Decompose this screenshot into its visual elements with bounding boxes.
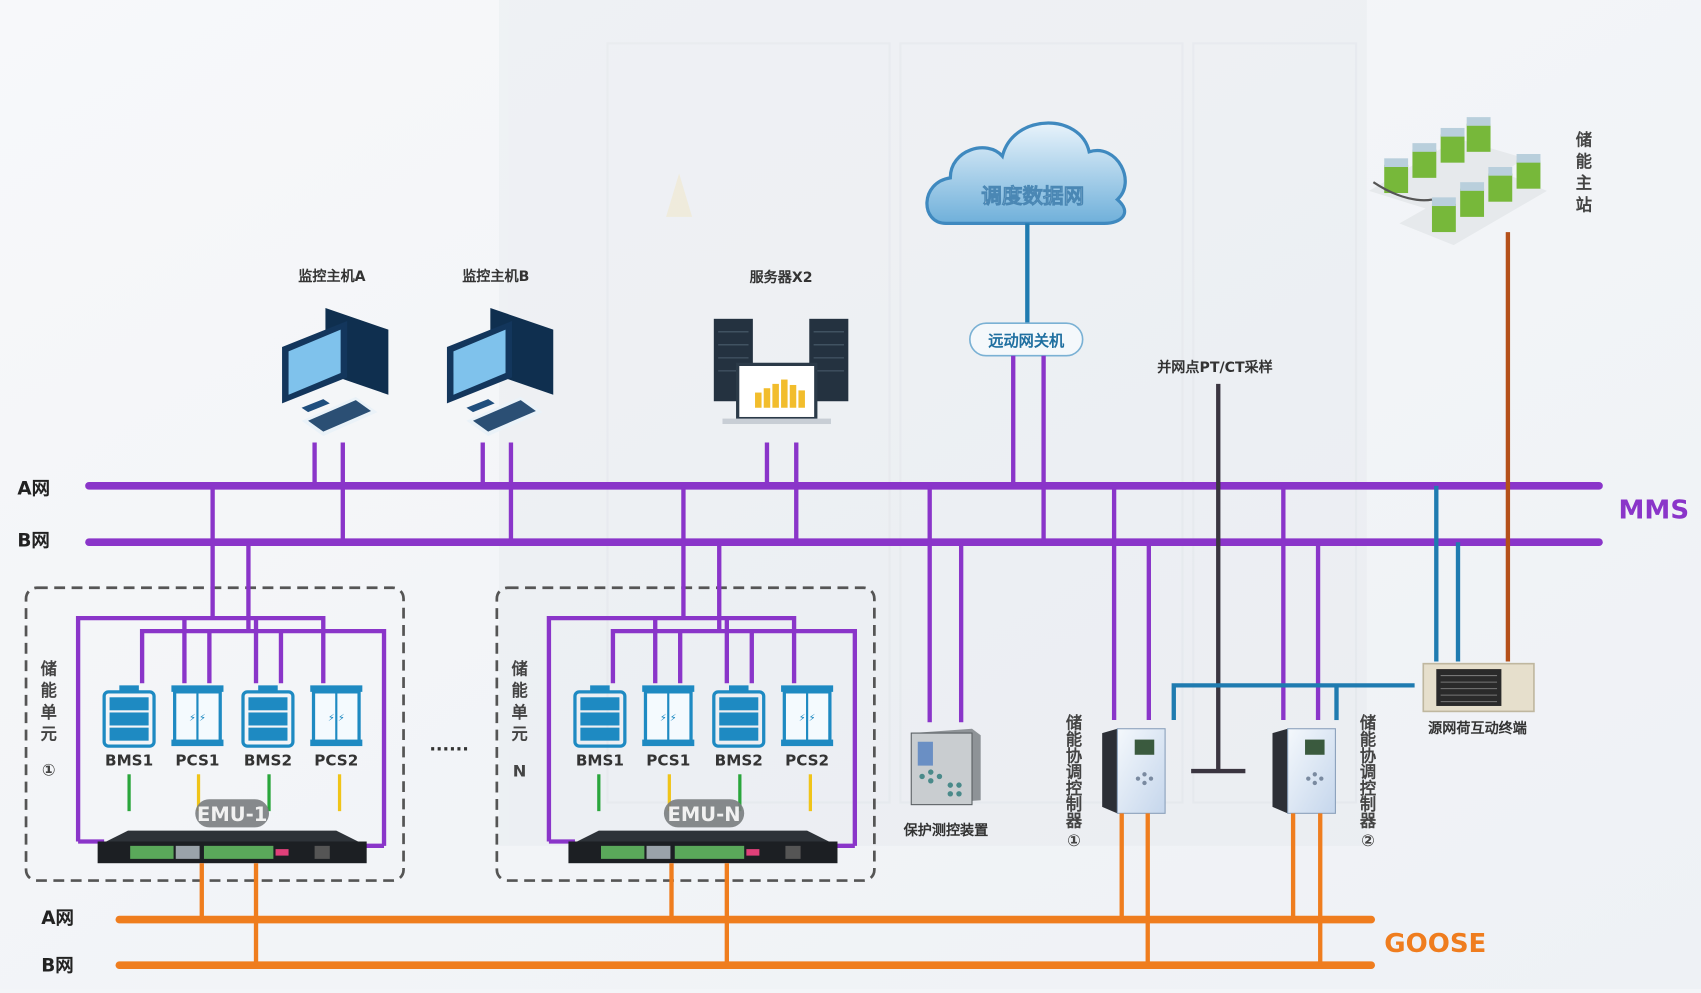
- bms-device[interactable]: [712, 685, 766, 748]
- master-station-char: 储: [1575, 130, 1592, 149]
- label-char: ①: [1067, 831, 1081, 850]
- pcs-device[interactable]: ⚡ ⚡: [171, 685, 224, 747]
- label-char: 储: [1359, 714, 1376, 733]
- device-label: PCS2: [314, 752, 358, 770]
- storage-unit-1[interactable]: 储 能 单 元 ①: [24, 485, 405, 966]
- host-monitor-a-label: 监控主机A: [298, 268, 365, 285]
- storage-master-station[interactable]: 储 能 主 站: [1369, 117, 1592, 246]
- storage-unit-title-char: 储: [40, 660, 57, 679]
- coordination-controller-1[interactable]: 储 能 协 调 控 制 器 ①: [1065, 485, 1166, 966]
- pcs-device[interactable]: ⚡ ⚡: [781, 685, 834, 747]
- controller-panel-icon: [1102, 728, 1166, 814]
- svg-text:⚡ ⚡: ⚡ ⚡: [799, 713, 816, 724]
- relay-panel-icon: [910, 728, 981, 806]
- mms-bus-b-label: B网: [17, 531, 49, 552]
- grid-point-ptct-sampling: 并网点PT/CT采样: [1157, 359, 1273, 774]
- storage-unit-title-char: 单: [512, 703, 528, 722]
- label-char: 储: [1065, 714, 1082, 733]
- unit-n-mms-wiring: [546, 485, 858, 849]
- label-char: 协: [1066, 746, 1083, 765]
- svg-text:⚡ ⚡: ⚡ ⚡: [660, 713, 677, 724]
- emu-label: EMU-1: [197, 803, 267, 826]
- device-label: PCS1: [646, 752, 690, 770]
- cloud-label: 调度数据网: [981, 184, 1084, 208]
- mms-label: MMS: [1619, 495, 1690, 525]
- coordination-controller-2[interactable]: 储 能 协 调 控 制 器 ②: [1272, 485, 1377, 966]
- emu-device[interactable]: EMU-N: [568, 799, 838, 864]
- host-monitor-b[interactable]: 监控主机B: [446, 268, 554, 543]
- svg-text:⚡ ⚡: ⚡ ⚡: [328, 713, 345, 724]
- unit-1-mms-wiring: [75, 485, 387, 849]
- storage-unit-title-char: N: [513, 761, 527, 780]
- label-char: 协: [1360, 746, 1377, 765]
- label-char: 调: [1360, 763, 1376, 782]
- controller-panel-icon: [1272, 728, 1336, 814]
- ptct-label: 并网点PT/CT采样: [1157, 359, 1273, 376]
- goose-bus-a-label: A网: [41, 908, 74, 929]
- label-char: 制: [1066, 795, 1082, 814]
- label-char: 控: [1066, 779, 1082, 798]
- bms-device[interactable]: [102, 685, 156, 748]
- device-label: BMS1: [105, 752, 153, 770]
- storage-unit-title-char: 元: [41, 725, 57, 744]
- building-cluster-icon: [1369, 117, 1547, 246]
- storage-unit-n[interactable]: 储 能 单 元 N ⚡ ⚡: [495, 485, 876, 966]
- label-char: 制: [1360, 795, 1376, 814]
- label-char: 器: [1065, 811, 1083, 830]
- goose-bus-b-label: B网: [41, 956, 73, 977]
- pcs-device[interactable]: ⚡ ⚡: [310, 685, 363, 747]
- host-monitor-a[interactable]: 监控主机A: [282, 268, 389, 543]
- storage-unit-title-char: 单: [41, 703, 57, 722]
- svg-text:⚡ ⚡: ⚡ ⚡: [189, 713, 206, 724]
- interaction-terminal-label: 源网荷互动终端: [1428, 720, 1527, 737]
- telecontrol-gateway[interactable]: 远动网关机: [969, 322, 1084, 357]
- storage-unit-title-char: 元: [512, 725, 528, 744]
- device-label: BMS1: [576, 752, 624, 770]
- master-station-char: 站: [1576, 195, 1592, 214]
- desktop-computer-icon: [446, 307, 554, 436]
- label-char: ②: [1361, 831, 1375, 850]
- gateway-label: 远动网关机: [988, 332, 1065, 350]
- ellipsis: ......: [429, 735, 469, 755]
- desktop-computer-icon: [282, 307, 389, 436]
- label-char: 控: [1360, 779, 1376, 798]
- device-label: BMS2: [715, 752, 763, 770]
- coordinator-terminal-link: [1171, 683, 1415, 721]
- goose-label: GOOSE: [1384, 929, 1486, 959]
- coordinator-2-label: 储 能 协 调 控 制 器 ②: [1359, 714, 1377, 850]
- label-char: 器: [1359, 811, 1377, 830]
- protection-device-label: 保护测控装置: [903, 822, 989, 839]
- dispatch-data-network[interactable]: 调度数据网: [925, 121, 1127, 226]
- storage-unit-title-char: ①: [42, 760, 56, 779]
- pcs-device[interactable]: ⚡ ⚡: [642, 685, 695, 747]
- source-grid-load-interaction-terminal[interactable]: 源网荷互动终端: [1422, 662, 1535, 737]
- server-rack-icon: [713, 318, 849, 425]
- label-char: 能: [1066, 730, 1082, 749]
- server-pair[interactable]: 服务器X2: [713, 269, 849, 543]
- goose-network: A网 B网 GOOSE: [41, 908, 1486, 977]
- server-label: 服务器X2: [750, 269, 813, 286]
- storage-unit-title-char: 储: [511, 660, 528, 679]
- label-char: 调: [1066, 763, 1082, 782]
- bms-device[interactable]: [573, 685, 627, 748]
- storage-unit-title-char: 能: [41, 681, 57, 700]
- device-label: BMS2: [244, 752, 292, 770]
- bms-device[interactable]: [241, 685, 295, 748]
- background-container-image: [499, 0, 1367, 846]
- emu-label: EMU-N: [668, 803, 741, 826]
- coordinator-1-label: 储 能 协 调 控 制 器 ①: [1065, 714, 1083, 850]
- device-label: PCS2: [785, 752, 829, 770]
- label-char: 能: [1360, 730, 1376, 749]
- terminal-panel-icon: [1422, 662, 1535, 713]
- master-station-char: 主: [1576, 174, 1592, 193]
- device-label: PCS1: [175, 752, 219, 770]
- host-monitor-b-label: 监控主机B: [462, 268, 529, 285]
- emu-device[interactable]: EMU-1: [97, 799, 367, 864]
- master-station-char: 能: [1576, 152, 1592, 171]
- mms-bus-a-label: A网: [17, 479, 50, 500]
- cloud-icon: [925, 121, 1127, 226]
- storage-unit-title-char: 能: [512, 681, 528, 700]
- protection-measurement-device[interactable]: 保护测控装置: [903, 485, 989, 839]
